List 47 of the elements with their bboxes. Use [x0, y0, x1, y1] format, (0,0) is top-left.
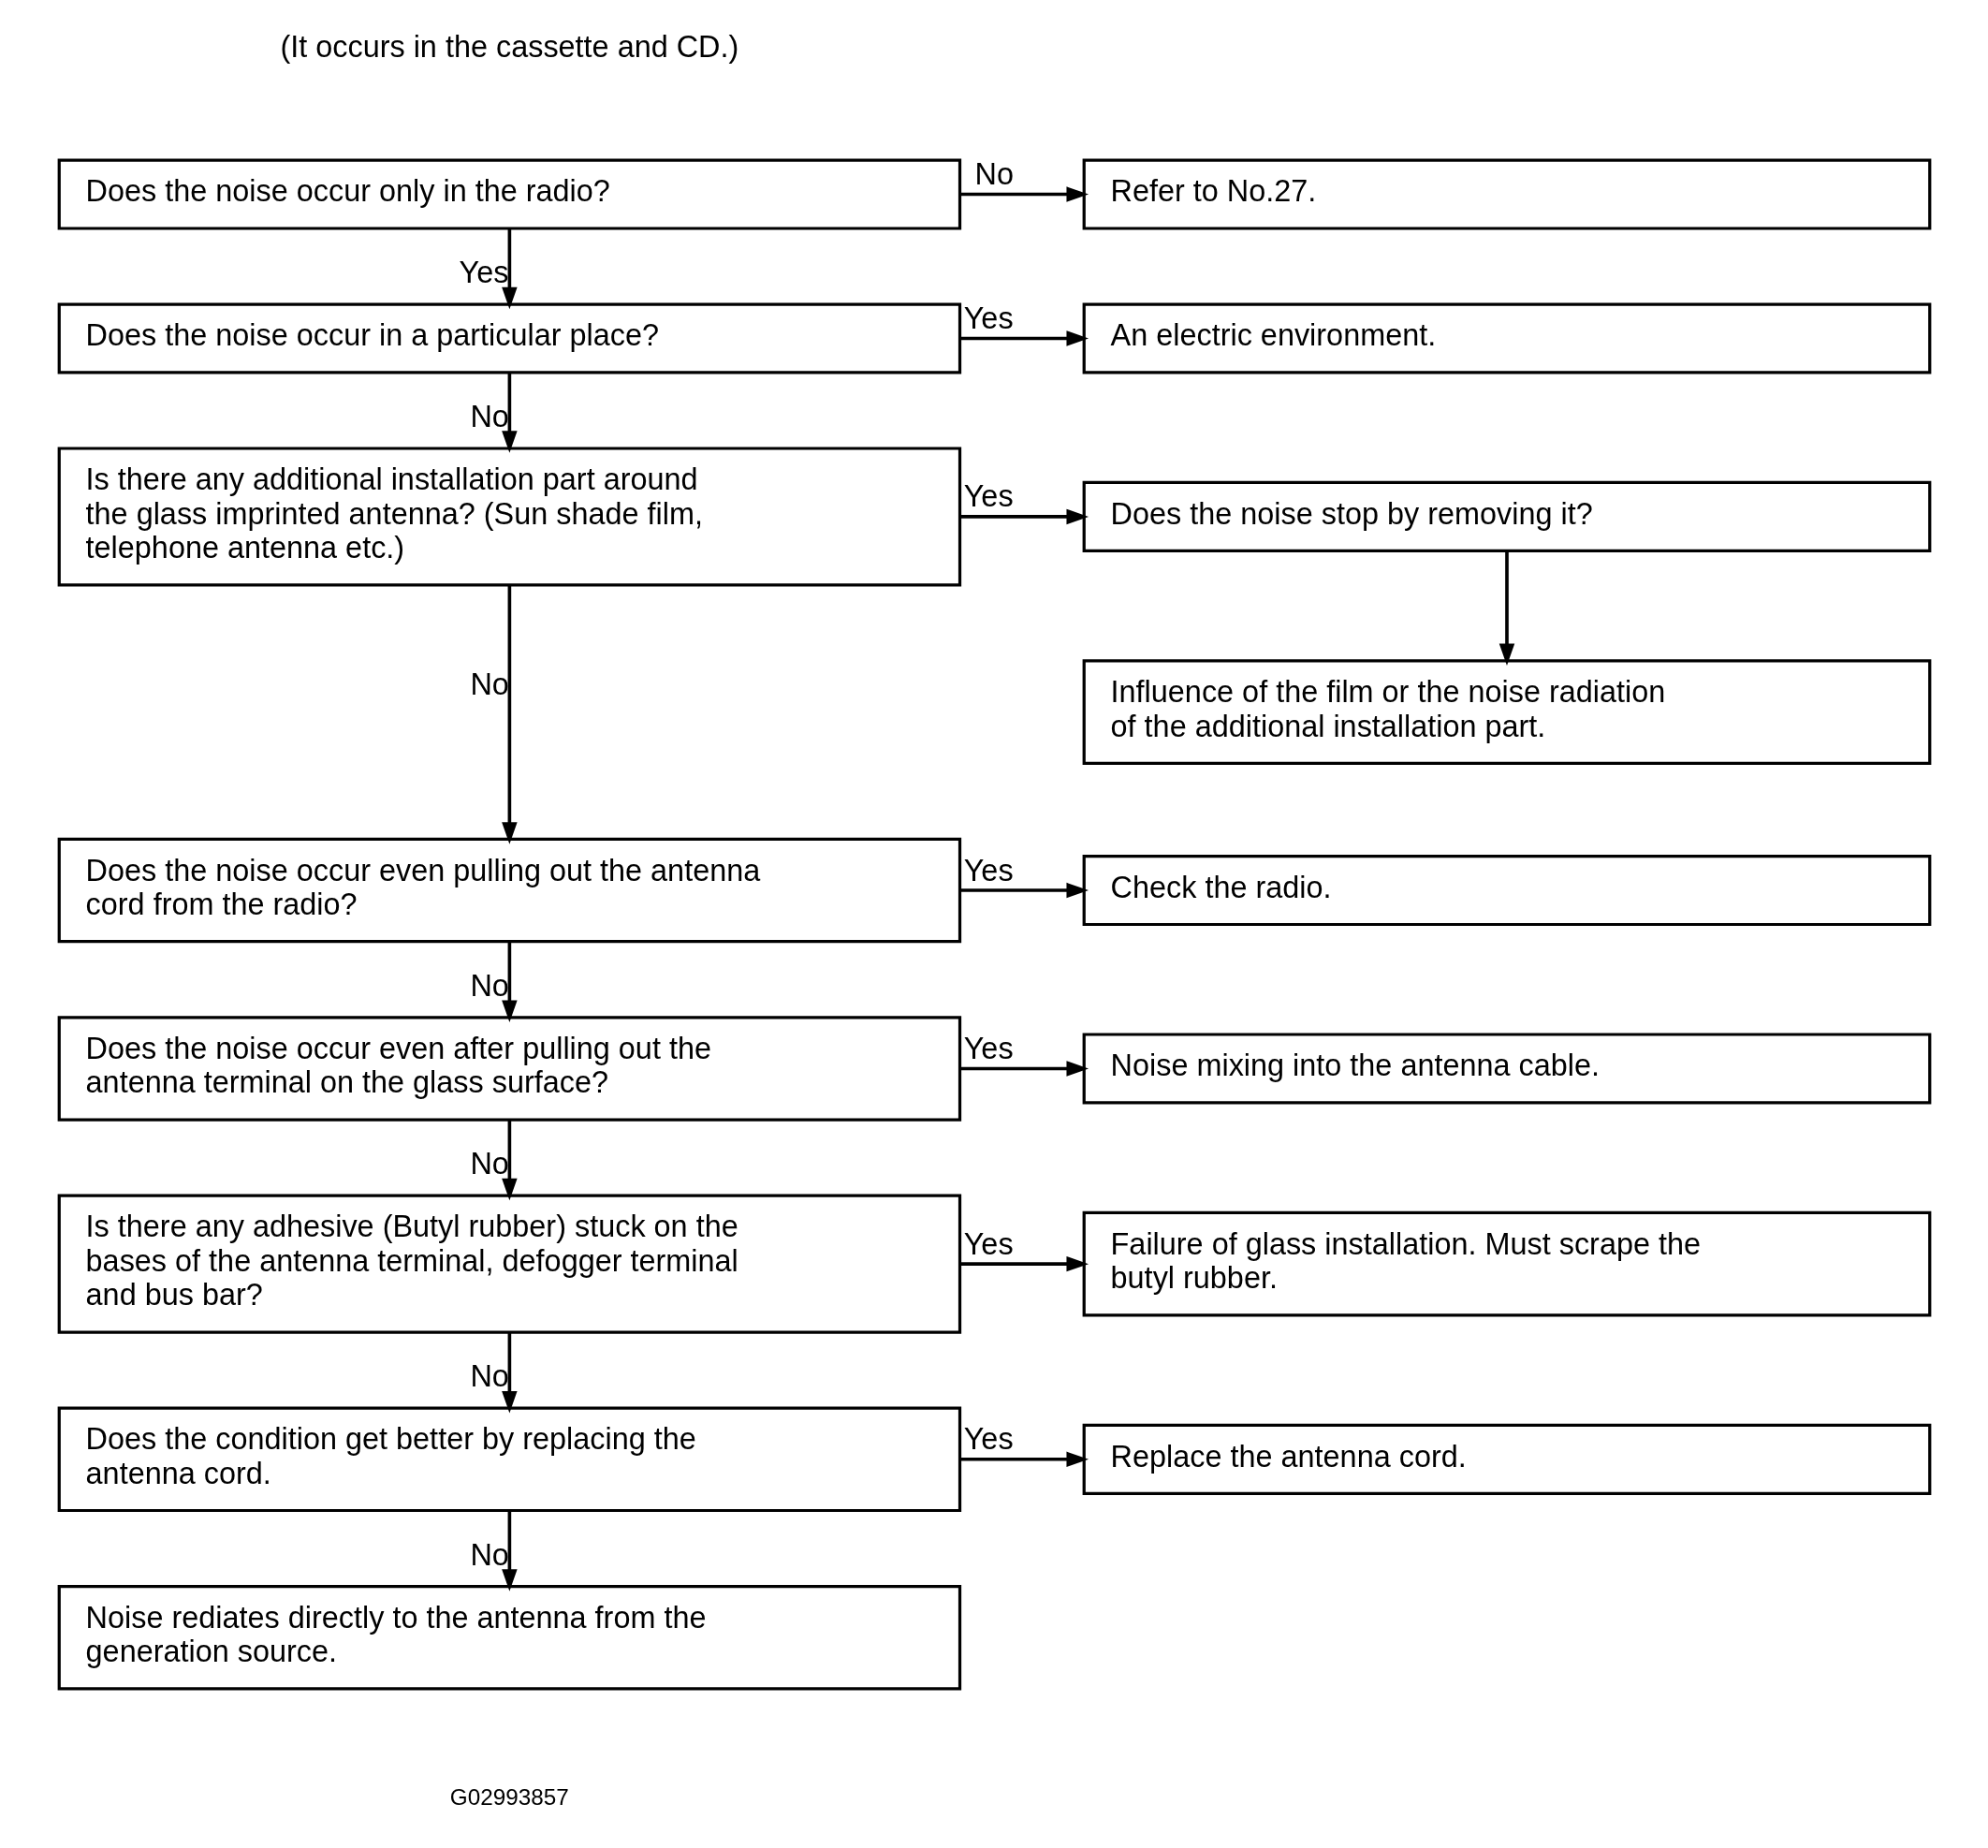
- arrow: [501, 1510, 518, 1591]
- edge-label: No: [469, 968, 509, 1003]
- node-box: Does the noise occur even pulling out the antenna cord from the radio?: [57, 837, 961, 943]
- edge-label: Yes: [963, 1031, 1014, 1065]
- arrow: [501, 584, 518, 844]
- node-box: Is there any adhesive (Butyl rubber) stuck on the bases of the antenna terminal, defogger terminal and bus bar?: [57, 1194, 961, 1334]
- node-box: Does the noise occur even after pulling out the antenna terminal on the glass surface?: [57, 1015, 961, 1122]
- node-box: Check the radio.: [1082, 854, 1931, 926]
- arrow: [959, 1255, 1089, 1271]
- edge-label: No: [974, 156, 1014, 191]
- edge-label: Yes: [963, 301, 1014, 335]
- node-box: An electric environment.: [1082, 301, 1931, 374]
- edge-label: No: [469, 1358, 509, 1393]
- arrow: [959, 1060, 1089, 1077]
- arrow: [959, 882, 1089, 898]
- node-box: Does the condition get better by replacing the antenna cord.: [57, 1406, 961, 1512]
- node-box: Noise mixing into the antenna cable.: [1082, 1032, 1931, 1105]
- arrow: [959, 185, 1089, 202]
- arrow: [501, 1331, 518, 1413]
- edge-label: Yes: [963, 853, 1014, 887]
- arrow: [1498, 550, 1514, 666]
- arrow: [501, 941, 518, 1022]
- edge-label: Yes: [963, 1421, 1014, 1456]
- edge-label: Yes: [963, 1226, 1014, 1261]
- edge-label: No: [469, 667, 509, 701]
- arrow: [501, 1119, 518, 1200]
- node-box: Does the noise occur only in the radio?: [57, 157, 961, 230]
- node-box: Is there any additional installation part around the glass imprinted antenna? (Sun shade film, telephone antenna etc.): [57, 446, 961, 586]
- arrow: [959, 1451, 1089, 1467]
- arrow: [501, 227, 518, 309]
- node-box: Influence of the film or the noise radiation of the additional installation part.: [1082, 658, 1931, 765]
- node-box: Failure of glass installation. Must scrape the butyl rubber.: [1082, 1210, 1931, 1316]
- edge-label: Yes: [459, 255, 508, 289]
- edge-label: No: [469, 1146, 509, 1181]
- edge-label: No: [469, 1537, 509, 1572]
- node-box: Noise rediates directly to the antenna from the generation source.: [57, 1584, 961, 1691]
- arrow: [959, 508, 1089, 524]
- arrow: [959, 330, 1089, 346]
- edge-label: Yes: [963, 478, 1014, 513]
- node-box: Does the noise stop by removing it?: [1082, 480, 1931, 552]
- arrow: [501, 372, 518, 453]
- node-box: Does the noise occur in a particular place?: [57, 301, 961, 374]
- node-box: Replace the antenna cord.: [1082, 1423, 1931, 1495]
- edge-label: No: [469, 399, 509, 433]
- label: (It occurs in the cassette and CD.): [279, 29, 738, 64]
- label: G02993857: [449, 1783, 569, 1810]
- node-box: Refer to No.27.: [1082, 157, 1931, 230]
